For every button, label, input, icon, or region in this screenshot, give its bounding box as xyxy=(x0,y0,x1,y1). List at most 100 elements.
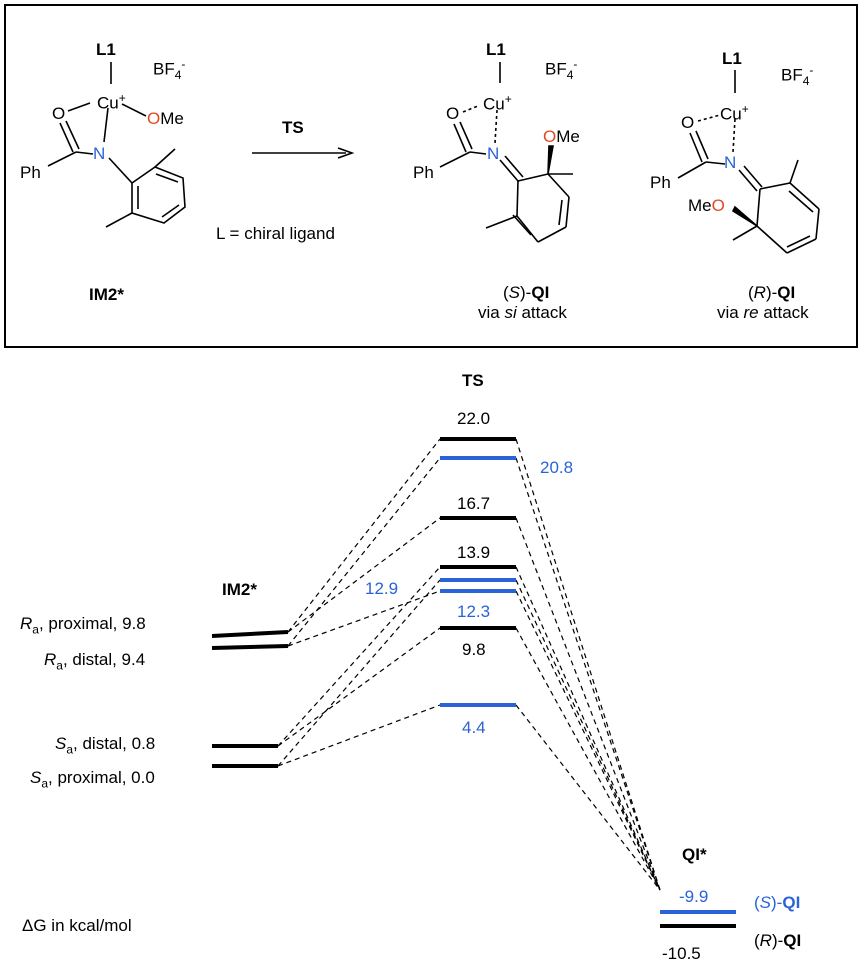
connector-line xyxy=(515,590,661,891)
s-ome-wedge xyxy=(547,145,554,175)
s-c-ph-bond xyxy=(439,151,471,168)
s-methyl xyxy=(485,215,518,229)
s-ring-1 xyxy=(517,173,549,182)
ts-header: TS xyxy=(462,371,484,390)
connector-line xyxy=(277,627,441,747)
qi-label-r: (R)-QI xyxy=(754,931,802,950)
s-ring-5 xyxy=(516,215,539,243)
r-copper: Cu+ xyxy=(720,102,749,124)
s-copper: Cu+ xyxy=(483,92,512,114)
s-phenyl: Ph xyxy=(413,163,434,182)
im2-methyl-bottom xyxy=(105,212,133,228)
arrow-label-ts: TS xyxy=(282,118,304,137)
r-cn-double-1 xyxy=(738,169,758,192)
im2-methyl-top xyxy=(154,148,176,168)
r-ring-2-inner xyxy=(788,190,814,213)
r-ring-4 xyxy=(786,238,817,254)
s-l1-label: L1 xyxy=(486,40,506,59)
connector-line xyxy=(277,566,441,747)
im2-l1-label: L1 xyxy=(96,40,116,59)
connector-line xyxy=(515,566,661,891)
r-ring-5 xyxy=(756,225,788,254)
im2-ring-inner-1 xyxy=(155,173,179,183)
im2-o-cu-bond xyxy=(67,102,91,112)
reaction-scheme-frame xyxy=(4,4,858,348)
r-ring-6 xyxy=(756,188,761,227)
im2-co-bond-1 xyxy=(59,122,74,153)
im2-cu-ome-bond xyxy=(121,103,147,117)
r-carbonyl-oxygen: O xyxy=(681,113,695,132)
s-c-n-bond xyxy=(469,151,487,155)
r-ring-1 xyxy=(759,182,791,190)
ts-value-12-9: 12.9 xyxy=(365,579,399,598)
im2-copper: Cu+ xyxy=(97,91,126,113)
connector-line xyxy=(515,517,661,891)
im2-label-ra-distal: Ra, distal, 9.4 xyxy=(44,650,146,673)
energy-unit-label: ΔG in kcal/mol xyxy=(22,916,132,935)
qi-value-r: -10.5 xyxy=(662,944,701,963)
r-counterion: BF4- xyxy=(781,63,814,89)
connector-line xyxy=(515,579,661,891)
connector-line xyxy=(287,517,441,633)
s-o-cu-dashed xyxy=(462,105,479,113)
s-ring-5-inner xyxy=(512,214,532,236)
r-c-ph-bond xyxy=(677,161,707,179)
s-cn-double-2 xyxy=(504,155,524,178)
im2-methoxy: OMe xyxy=(147,109,184,128)
qi-label-s: (S)-QI xyxy=(754,893,801,912)
ts-value-4-4: 4.4 xyxy=(462,718,486,737)
s-ring-3 xyxy=(565,196,570,228)
im2-co-bond-2 xyxy=(65,120,80,150)
im2-label-sa-proximal: Sa, proximal, 0.0 xyxy=(30,768,155,791)
s-co-bond-1 xyxy=(453,123,467,153)
im2-carbonyl-oxygen: O xyxy=(52,104,66,123)
im2-label-sa-distal: Sa, distal, 0.8 xyxy=(55,734,156,757)
s-carbonyl-oxygen: O xyxy=(446,104,460,123)
im2-name: IM2* xyxy=(89,285,124,304)
r-methyl xyxy=(789,159,799,184)
connector-line xyxy=(515,704,661,891)
s-cn-double-1 xyxy=(499,159,519,182)
im2-nitrogen: N xyxy=(93,144,106,163)
r-meo-wedge xyxy=(731,205,758,227)
s-ring-6 xyxy=(516,180,519,217)
r-phenyl: Ph xyxy=(650,173,671,192)
connector-line xyxy=(515,438,661,891)
ts-value-12-3: 12.3 xyxy=(457,602,491,621)
r-methoxy: MeO xyxy=(688,196,725,215)
im2-level-ra-proximal xyxy=(211,630,289,638)
im2-n-ring-bond xyxy=(108,157,133,184)
ts-value-13-9: 13.9 xyxy=(457,543,491,562)
s-methoxy: OMe xyxy=(543,127,580,146)
im2-counterion: BF4- xyxy=(153,57,186,83)
connector-line xyxy=(287,438,441,633)
ts-value-22-0: 22.0 xyxy=(457,409,491,428)
s-counterion: BF4- xyxy=(545,57,578,83)
s-attack-label: via si attack xyxy=(478,303,567,322)
s-co-bond-2 xyxy=(459,121,473,150)
r-ring-4-inner xyxy=(786,235,811,248)
ts-value-20-8: 20.8 xyxy=(540,458,574,477)
s-product-name: (S)-QI xyxy=(503,283,550,302)
im2-c-ph-bond xyxy=(47,151,77,167)
qi-header: QI* xyxy=(682,845,707,864)
connector-lines xyxy=(277,438,661,891)
r-co-bond-1 xyxy=(689,132,703,163)
im2-phenyl: Ph xyxy=(20,163,41,182)
im2-label-ra-proximal: Ra, proximal, 9.8 xyxy=(20,614,146,637)
reaction-arrow-head xyxy=(337,147,355,159)
r-ring-3 xyxy=(815,208,820,240)
ts-value-16-7: 16.7 xyxy=(457,494,491,513)
s-ring-2 xyxy=(547,173,570,198)
energy-levels xyxy=(211,437,736,928)
s-nitrogen: N xyxy=(487,144,500,163)
im2-level-ra-distal xyxy=(211,644,289,650)
qi-value-s: -9.9 xyxy=(679,887,709,906)
connector-line xyxy=(515,627,661,891)
connector-line xyxy=(287,457,441,647)
r-co-bond-2 xyxy=(695,130,709,160)
connector-line xyxy=(277,704,441,767)
r-o-cu-dashed xyxy=(697,114,721,122)
